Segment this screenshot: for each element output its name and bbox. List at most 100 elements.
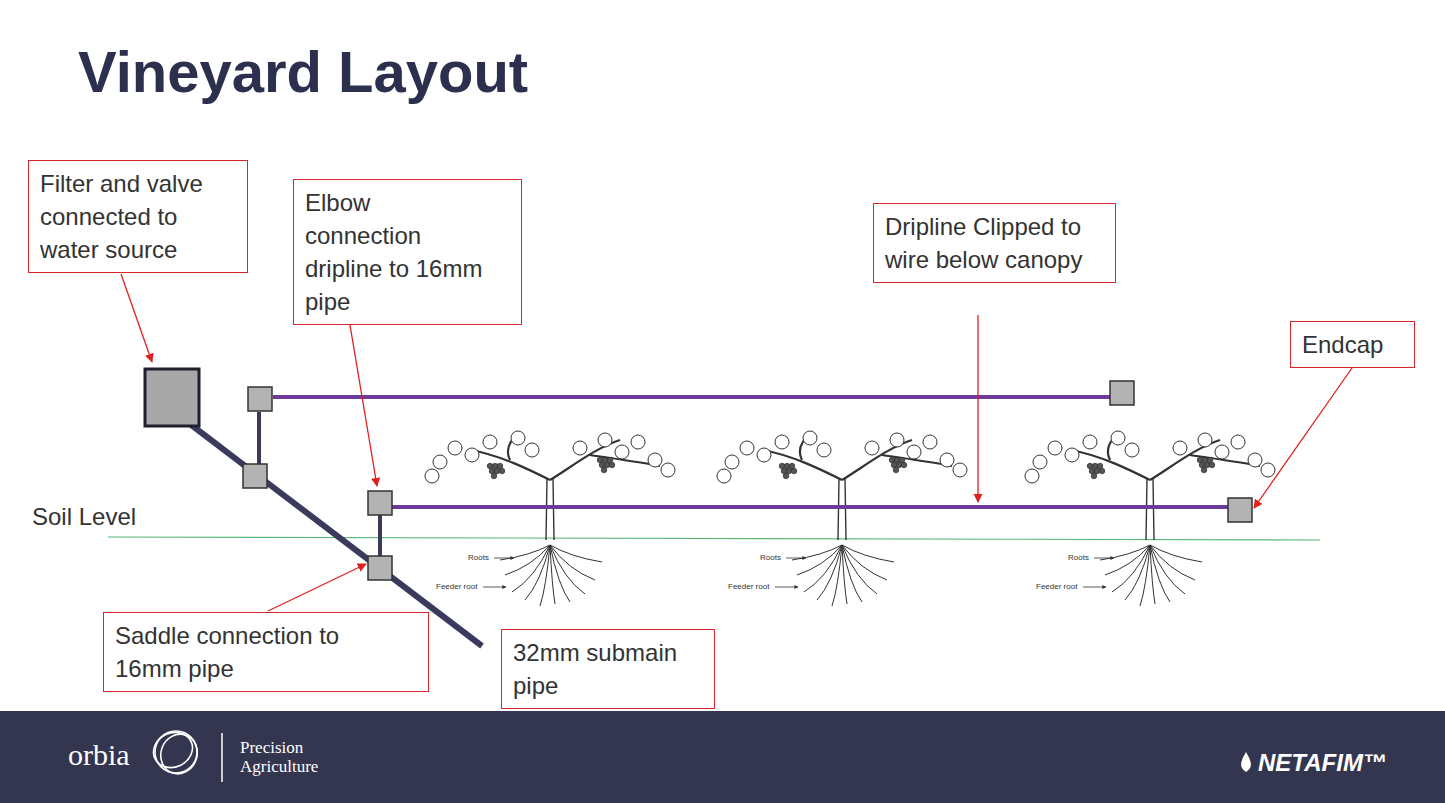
footer-divider: [221, 733, 223, 782]
brand-subtitle: Precision Agriculture: [240, 738, 340, 776]
callout-text: Filter and valve connected to water sour…: [40, 167, 234, 266]
vine-roots: [792, 545, 894, 606]
leader-arrow: [977, 315, 978, 502]
vine-leaf: [425, 469, 439, 483]
riser-pipe: [378, 515, 382, 556]
callout-box: Saddle connection to 16mm pipe: [103, 612, 429, 692]
callout-box: Dripline Clipped to wire below canopy: [873, 203, 1116, 283]
label-pointer: [1083, 587, 1106, 588]
vine-arm: [762, 432, 952, 480]
grapevine: [717, 431, 967, 606]
brand-logo-text: NETAFIM™: [1258, 748, 1387, 777]
vine-leaf: [1173, 441, 1187, 455]
vine-leaf: [1033, 455, 1047, 469]
vines: [425, 431, 1275, 606]
vine-leaf: [433, 455, 447, 469]
saddle-fitting: [368, 556, 392, 580]
callout-box: 32mm submain pipe: [501, 629, 715, 709]
orbia-logo: [148, 726, 203, 779]
endcap-fitting: [1110, 381, 1134, 405]
vine-roots: [1100, 545, 1202, 606]
vine-leaf: [725, 455, 739, 469]
vine-leaf: [890, 433, 904, 447]
vine-leaf: [803, 431, 817, 445]
vine-arm: [1070, 432, 1260, 480]
callout-text: Dripline Clipped to wire below canopy: [885, 210, 1095, 276]
vine-leaf: [1215, 445, 1229, 459]
vine-leaf: [907, 445, 921, 459]
leader-arrow: [1254, 368, 1352, 508]
root-label: Roots: [468, 553, 489, 563]
vine-leaf: [740, 441, 754, 455]
root-label: Feeder root: [436, 582, 477, 592]
filter-valve: [145, 369, 199, 426]
grape-cluster: [791, 468, 797, 474]
vine-leaf: [953, 463, 967, 477]
vine-leaf: [525, 443, 539, 457]
grapevine: [425, 431, 675, 606]
vine-leaf: [757, 448, 771, 462]
vine-leaf: [1025, 469, 1039, 483]
saddle-fitting: [243, 464, 267, 488]
brand-logo-text: orbia: [68, 737, 130, 773]
footer-band: [0, 711, 1445, 803]
vine-leaf: [940, 453, 954, 467]
callout-box: Filter and valve connected to water sour…: [28, 160, 248, 273]
vine-leaf: [1248, 453, 1262, 467]
vine-leaf: [1231, 435, 1245, 449]
vine-leaf: [775, 435, 789, 449]
vine-roots: [500, 545, 602, 606]
dripline: [273, 395, 1110, 399]
root-label: Roots: [760, 553, 781, 563]
vine-leaf: [1261, 463, 1275, 477]
vine-leaf: [1198, 433, 1212, 447]
vine-leaf: [648, 453, 662, 467]
label-pointer: [775, 587, 798, 588]
vine-leaf: [448, 441, 462, 455]
callout-text: Saddle connection to 16mm pipe: [115, 619, 385, 685]
grape-cluster: [1201, 467, 1207, 473]
netafim-drop: [1241, 752, 1251, 772]
endcap-fitting: [1228, 498, 1252, 522]
callout-text: Elbow connection dripline to 16mm pipe: [305, 186, 491, 318]
vine-leaf: [661, 463, 675, 477]
vine-leaf: [817, 443, 831, 457]
leader-arrow: [350, 325, 377, 486]
leader-arrow: [121, 274, 152, 362]
elbow-fitting: [368, 491, 392, 515]
callout-box: Elbow connection dripline to 16mm pipe: [293, 179, 522, 325]
grape-cluster: [1099, 468, 1105, 474]
vine-leaf: [1111, 431, 1125, 445]
riser-pipe: [257, 412, 261, 464]
vine-leaf: [465, 448, 479, 462]
grape-cluster: [491, 473, 497, 479]
vine-leaf: [511, 431, 525, 445]
label-pointer: [483, 587, 506, 588]
grape-cluster: [1209, 462, 1215, 468]
vine-arm: [470, 432, 660, 480]
soil-level-label: Soil Level: [32, 502, 136, 531]
label-pointer: [1094, 558, 1114, 559]
grape-cluster: [1091, 473, 1097, 479]
grape-cluster: [601, 467, 607, 473]
vine-leaf: [1065, 448, 1079, 462]
soil-line: [108, 537, 1320, 540]
vine-leaf: [631, 435, 645, 449]
vine-leaf: [865, 441, 879, 455]
root-label: Feeder root: [1036, 582, 1077, 592]
vine-leaf: [615, 445, 629, 459]
grape-cluster: [901, 462, 907, 468]
dripline: [392, 505, 1228, 509]
callout-box: Endcap: [1290, 321, 1415, 368]
vine-leaf: [483, 435, 497, 449]
grape-cluster: [609, 462, 615, 468]
callout-text: Endcap: [1302, 328, 1402, 361]
label-pointer: [786, 558, 806, 559]
callout-text: 32mm submain pipe: [513, 636, 698, 702]
elbow-fitting: [248, 387, 272, 411]
grapevine: [1025, 431, 1275, 606]
grape-cluster: [499, 468, 505, 474]
vine-leaf: [923, 435, 937, 449]
label-pointer: [494, 558, 514, 559]
